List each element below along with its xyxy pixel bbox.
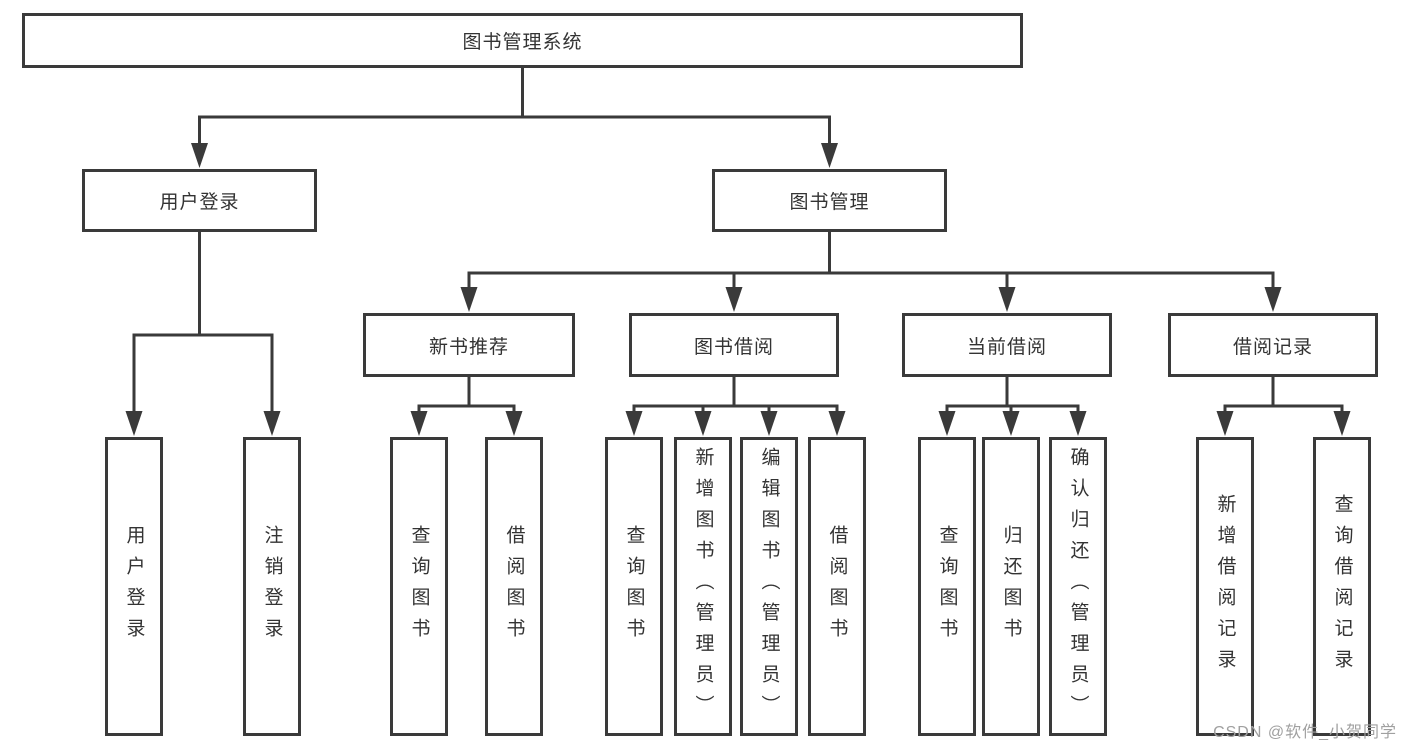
connector-book-borrow-to-bb-query-books-arrowhead xyxy=(625,411,643,436)
connector-current-borrow-to-cb-query-books-arrowhead xyxy=(938,411,956,436)
node-label-root: 图书管理系统 xyxy=(462,32,583,53)
connector-root-to-user-login-arrowhead xyxy=(191,143,208,168)
connector-book-mgmt-to-new-book-rec-arrowhead xyxy=(460,287,478,312)
node-current-borrow: 当前借阅 xyxy=(902,313,1112,377)
connector-book-borrow-to-bb-edit-books-arrowhead xyxy=(760,411,778,436)
node-user-login: 用户登录 xyxy=(82,169,317,232)
node-book-borrow: 图书借阅 xyxy=(629,313,839,377)
node-label-borrow-records: 借阅记录 xyxy=(1232,336,1313,358)
node-label-bb-borrow-books: 借阅图书 xyxy=(826,524,848,649)
node-br-query-record: 查询借阅记录 xyxy=(1313,437,1371,736)
node-label-bb-add-books: 新增图书（管理员） xyxy=(692,447,714,726)
node-logout-leaf: 注销登录 xyxy=(243,437,301,736)
node-label-book-borrow: 图书借阅 xyxy=(693,336,774,358)
node-nbr-query-books: 查询图书 xyxy=(390,437,448,736)
connector-book-borrow-to-bb-borrow-books-arrowhead xyxy=(828,411,846,436)
connector-root-to-book-mgmt-arrowhead xyxy=(821,143,838,168)
node-label-logout-leaf: 注销登录 xyxy=(261,524,283,649)
connector-new-book-rec-to-nbr-query-books-arrowhead xyxy=(410,411,428,436)
connector-user-login-to-user-login-leaf-arrowhead xyxy=(125,411,143,436)
connector-borrow-records-to-br-query-record-arrowhead xyxy=(1333,411,1351,436)
node-br-add-record: 新增借阅记录 xyxy=(1196,437,1254,736)
node-label-new-book-rec: 新书推荐 xyxy=(428,336,509,358)
node-label-nbr-query-books: 查询图书 xyxy=(408,524,430,649)
node-label-current-borrow: 当前借阅 xyxy=(966,336,1047,358)
node-bb-query-books: 查询图书 xyxy=(605,437,663,736)
connector-borrow-records-to-br-add-record-arrowhead xyxy=(1216,411,1234,436)
node-label-cb-query-books: 查询图书 xyxy=(936,524,958,649)
node-label-user-login: 用户登录 xyxy=(159,192,240,213)
node-cb-return-books: 归还图书 xyxy=(982,437,1040,736)
node-bb-edit-books: 编辑图书（管理员） xyxy=(740,437,798,736)
node-bb-borrow-books: 借阅图书 xyxy=(808,437,866,736)
node-label-br-query-record: 查询借阅记录 xyxy=(1331,493,1353,680)
connector-book-borrow-to-bb-add-books-arrowhead xyxy=(694,411,712,436)
connector-current-borrow-to-cb-confirm-return-arrowhead xyxy=(1069,411,1087,436)
watermark: CSDN @软件_小贺同学 xyxy=(1213,724,1397,741)
connector-book-mgmt-to-current-borrow-arrowhead xyxy=(998,287,1016,312)
node-label-user-login-leaf: 用户登录 xyxy=(123,524,145,649)
connector-current-borrow-to-cb-return-books-arrowhead xyxy=(1002,411,1020,436)
connector-book-mgmt-to-borrow-records-arrowhead xyxy=(1264,287,1282,312)
node-label-br-add-record: 新增借阅记录 xyxy=(1214,493,1236,680)
node-root: 图书管理系统 xyxy=(22,13,1023,68)
node-cb-confirm-return: 确认归还（管理员） xyxy=(1049,437,1107,736)
node-label-nbr-borrow-books: 借阅图书 xyxy=(503,524,525,649)
node-label-bb-query-books: 查询图书 xyxy=(623,524,645,649)
node-label-cb-return-books: 归还图书 xyxy=(1000,524,1022,649)
node-user-login-leaf: 用户登录 xyxy=(105,437,163,736)
node-label-cb-confirm-return: 确认归还（管理员） xyxy=(1067,447,1089,726)
node-label-bb-edit-books: 编辑图书（管理员） xyxy=(758,447,780,726)
node-label-book-mgmt: 图书管理 xyxy=(789,192,870,213)
node-cb-query-books: 查询图书 xyxy=(918,437,976,736)
node-borrow-records: 借阅记录 xyxy=(1168,313,1378,377)
node-nbr-borrow-books: 借阅图书 xyxy=(485,437,543,736)
connector-user-login-to-logout-leaf-arrowhead xyxy=(263,411,281,436)
node-bb-add-books: 新增图书（管理员） xyxy=(674,437,732,736)
connector-new-book-rec-to-nbr-borrow-books-arrowhead xyxy=(505,411,523,436)
node-book-mgmt: 图书管理 xyxy=(712,169,947,232)
connector-book-mgmt-to-book-borrow-arrowhead xyxy=(725,287,743,312)
node-new-book-rec: 新书推荐 xyxy=(363,313,575,377)
